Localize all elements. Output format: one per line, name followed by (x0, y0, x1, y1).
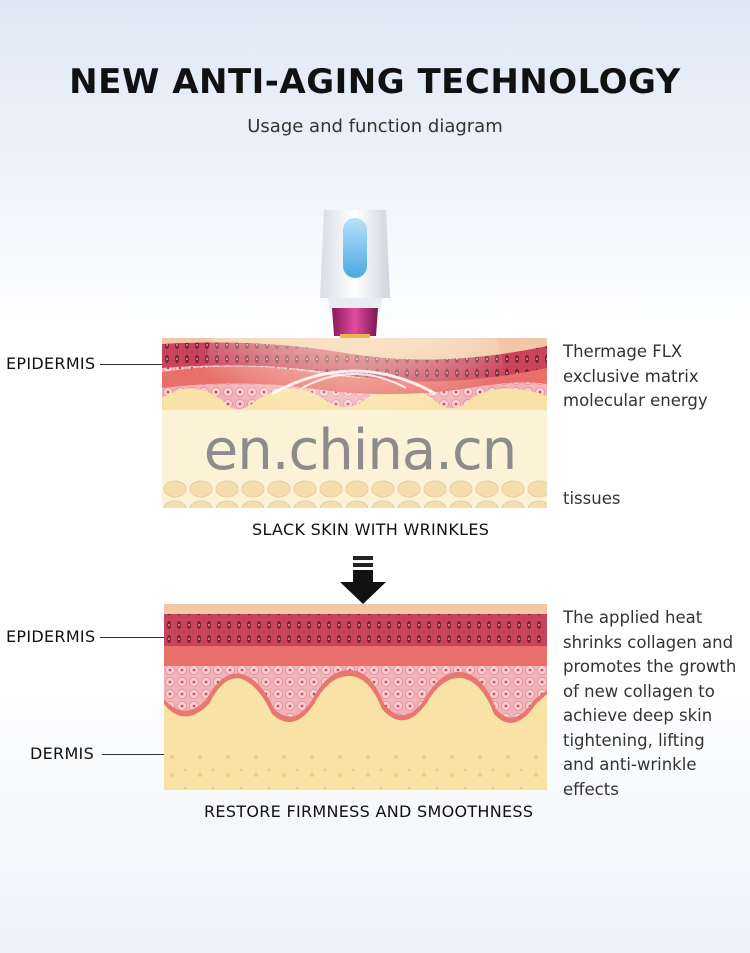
description-line: effects (563, 779, 619, 799)
description-after: The applied heat shrinks collagen and pr… (563, 606, 736, 802)
description-line: and anti-wrinkle (563, 755, 697, 774)
caption-slack-skin: SLACK SKIN WITH WRINKLES (252, 520, 490, 539)
page-title: NEW ANTI-AGING TECHNOLOGY (69, 62, 681, 102)
description-line: The applied heat (563, 608, 703, 627)
description-line: tissues (563, 489, 621, 508)
watermark-band (150, 410, 570, 510)
caption-restore-firmness: RESTORE FIRMNESS AND SMOOTHNESS (204, 802, 534, 821)
description-line: achieve deep skin (563, 706, 713, 725)
leader-line (102, 754, 164, 755)
label-dermis: DERMIS (30, 744, 95, 763)
page-subtitle: Usage and function diagram (247, 116, 503, 137)
skin-diagram-firm (164, 604, 547, 790)
description-before: Thermage FLX exclusive matrix molecular … (563, 340, 708, 512)
description-line: molecular energy (563, 391, 708, 410)
arrow-down-icon (340, 556, 386, 604)
description-line: Thermage FLX (563, 342, 683, 361)
description-line: tightening, lifting (563, 730, 705, 750)
description-line: exclusive matrix (563, 366, 699, 386)
description-line: shrinks collagen and (563, 632, 734, 652)
description-line: promotes the growth (563, 657, 737, 676)
leader-line (100, 637, 164, 638)
label-epidermis-bottom: EPIDERMIS (6, 627, 96, 646)
leader-line (100, 364, 162, 365)
label-epidermis-top: EPIDERMIS (6, 354, 96, 373)
rf-device-illustration (320, 210, 390, 344)
description-line: of new collagen to (563, 681, 715, 701)
watermark-text: en.china.cn (203, 418, 517, 483)
